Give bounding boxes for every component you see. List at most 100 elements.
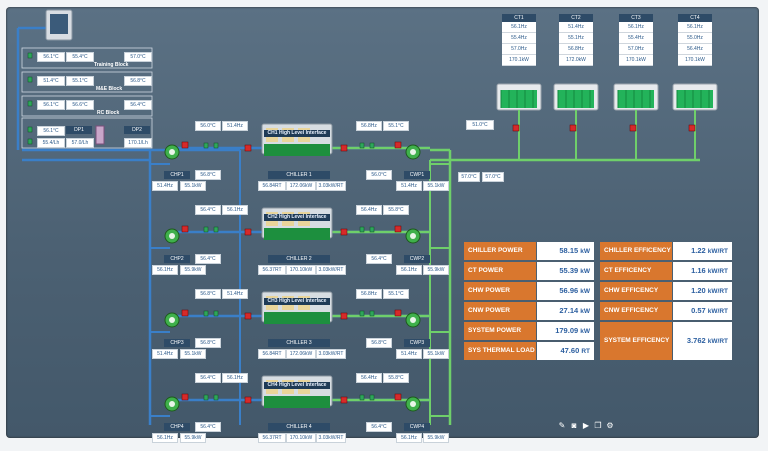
pump-hub-icon (410, 401, 416, 407)
chw-in: 56.8°C (195, 338, 221, 348)
pump-hub-icon (169, 401, 175, 407)
copy-icon[interactable]: ❐ (594, 421, 602, 430)
cwp-label[interactable]: CWP3 (404, 339, 430, 347)
chiller-interface-bar[interactable]: CH2 High Level Interface (264, 214, 330, 221)
sensor-icon (203, 142, 209, 149)
sensor-icon (203, 394, 209, 401)
ct-name: CT1 (502, 14, 536, 22)
edit-icon[interactable]: ✎ (558, 421, 566, 430)
ct-value: 51.4Hz (559, 22, 593, 33)
sensor-icon (369, 394, 375, 401)
summary-unit: kW (580, 288, 590, 295)
settings-icon[interactable]: ⚙ (606, 421, 614, 430)
summary-right-value: 3.762 kW/RT (673, 322, 732, 360)
summary-left-value: 27.14 kW (537, 302, 594, 320)
cwp-speed: 51.4Hz (396, 349, 422, 359)
valve-icon (181, 309, 189, 317)
chiller-rt: 56.37RT (258, 265, 286, 275)
block-name: Training Block (94, 62, 129, 68)
summary-left-value: 56.96 kW (537, 282, 594, 300)
summary-left-name: SYSTEM POWER (464, 322, 536, 340)
ct-value: 55.4Hz (502, 33, 536, 44)
chiller-name[interactable]: CHILLER 1 (268, 171, 330, 179)
ct-value: 56.1Hz (678, 22, 712, 33)
cwp-label[interactable]: CWP2 (404, 255, 430, 263)
chp-speed: 51.4Hz (152, 181, 178, 191)
summary-right-value: 0.57 kW/RT (673, 302, 732, 320)
chp-power: 55.9kW (180, 433, 206, 443)
chp-speed: 51.4Hz (152, 349, 178, 359)
ct-header-temp-3: 57.0°C (482, 172, 504, 182)
block-temp-mid: 55.4°C (66, 52, 94, 62)
pump-hub-icon (410, 317, 416, 323)
ct-fill-icon (558, 90, 594, 108)
ct-value: 170.1kW (502, 55, 536, 66)
summary-right-name: CHW EFFICENCY (600, 282, 672, 300)
chp-power: 55.9kW (180, 265, 206, 275)
valve-icon (569, 124, 577, 132)
cnd-in: 56.4Hz (356, 373, 382, 383)
sensor-icon (27, 138, 33, 145)
block-frame (21, 95, 153, 117)
cwp-temp: 56.4°C (366, 254, 392, 264)
ct-value: 56.8Hz (559, 44, 593, 55)
block-temp-right: 56.8°C (124, 76, 152, 86)
sensor-icon (359, 142, 365, 149)
valve-icon (244, 312, 252, 320)
chp-label[interactable]: CHP4 (164, 423, 190, 431)
dp2-label: DP2 (124, 126, 150, 134)
pump-hub-icon (169, 233, 175, 239)
valve-icon (244, 228, 252, 236)
cwp-speed: 56.1Hz (396, 265, 422, 275)
sensor-icon (359, 226, 365, 233)
chiller-name[interactable]: CHILLER 2 (268, 255, 330, 263)
cwp-speed: 51.4Hz (396, 181, 422, 191)
chp-label[interactable]: CHP2 (164, 255, 190, 263)
chiller-name[interactable]: CHILLER 4 (268, 423, 330, 431)
chp-label[interactable]: CHP1 (164, 171, 190, 179)
chiller-interface-bar[interactable]: CH1 High Level Interface (264, 130, 330, 137)
ct-value: 55.4Hz (619, 33, 653, 44)
valve-icon (629, 124, 637, 132)
sensor-icon (27, 100, 33, 107)
cnd-out: 55.1°C (383, 289, 409, 299)
valve-icon (394, 141, 402, 149)
valve-icon (394, 393, 402, 401)
cnd-out: 55.1°C (383, 121, 409, 131)
dp-sensor-icon (95, 125, 105, 145)
cwp-label[interactable]: CWP1 (404, 171, 430, 179)
summary-right-value: 1.20 kW/RT (673, 282, 732, 300)
camera-icon[interactable]: ◙ (571, 421, 577, 430)
chiller-kw: 170.10kW (286, 265, 316, 275)
summary-number: 1.16 (691, 266, 708, 275)
summary-number: 58.15 (559, 246, 581, 255)
cwp-power: 55.1kW (423, 349, 449, 359)
ct-fill-icon (618, 90, 654, 108)
sensor-icon (27, 76, 33, 83)
dp-flow-3: 170.1/Lh (124, 138, 152, 148)
dp-frame (21, 117, 153, 149)
chp-label[interactable]: CHP3 (164, 339, 190, 347)
cwp-temp: 56.0°C (366, 170, 392, 180)
valve-icon (394, 309, 402, 317)
summary-left-name: CT POWER (464, 262, 536, 280)
block-frame (21, 71, 153, 93)
summary-unit: kW (580, 308, 590, 315)
chiller-interface-bar[interactable]: CH4 High Level Interface (264, 382, 330, 389)
sensor-icon (213, 142, 219, 149)
chiller-interface-bar[interactable]: CH3 High Level Interface (264, 298, 330, 305)
summary-number: 3.762 (686, 336, 708, 345)
valve-icon (340, 228, 348, 236)
chiller-kw: 170.10kW (286, 433, 316, 443)
block-temp-mid: 55.1°C (66, 76, 94, 86)
summary-unit: kW (580, 248, 590, 255)
video-icon[interactable]: ▶ (582, 421, 590, 430)
chiller-name[interactable]: CHILLER 3 (268, 339, 330, 347)
summary-right-value: 1.16 kW/RT (673, 262, 732, 280)
cwp-label[interactable]: CWP4 (404, 423, 430, 431)
chiller-kwrt: 3.03kW/RT (316, 181, 346, 191)
